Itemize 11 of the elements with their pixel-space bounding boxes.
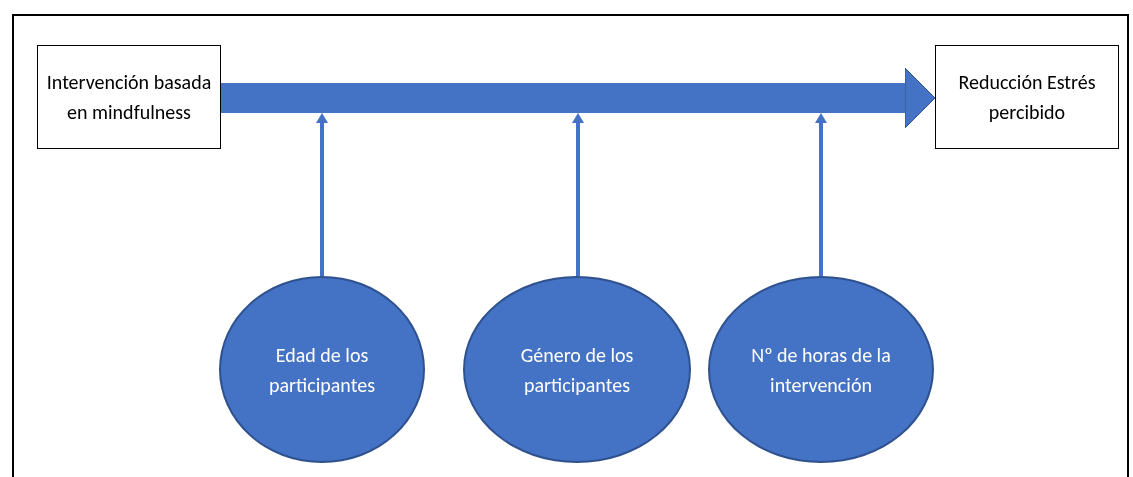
block-arrow bbox=[221, 67, 936, 129]
node-label: Intervención basada en mindfulness bbox=[46, 69, 212, 126]
node-label: Edad de los participantes bbox=[268, 341, 376, 399]
arrow bbox=[815, 113, 827, 276]
variable-box bbox=[935, 45, 1119, 149]
arrow bbox=[316, 113, 328, 276]
arrow bbox=[572, 113, 584, 276]
node-label: Género de los participantes bbox=[519, 341, 635, 399]
node-label: Nº de horas de la intervención bbox=[750, 341, 892, 399]
variable-box bbox=[37, 45, 221, 149]
node-label: Reducción Estrés percibido bbox=[957, 69, 1097, 126]
